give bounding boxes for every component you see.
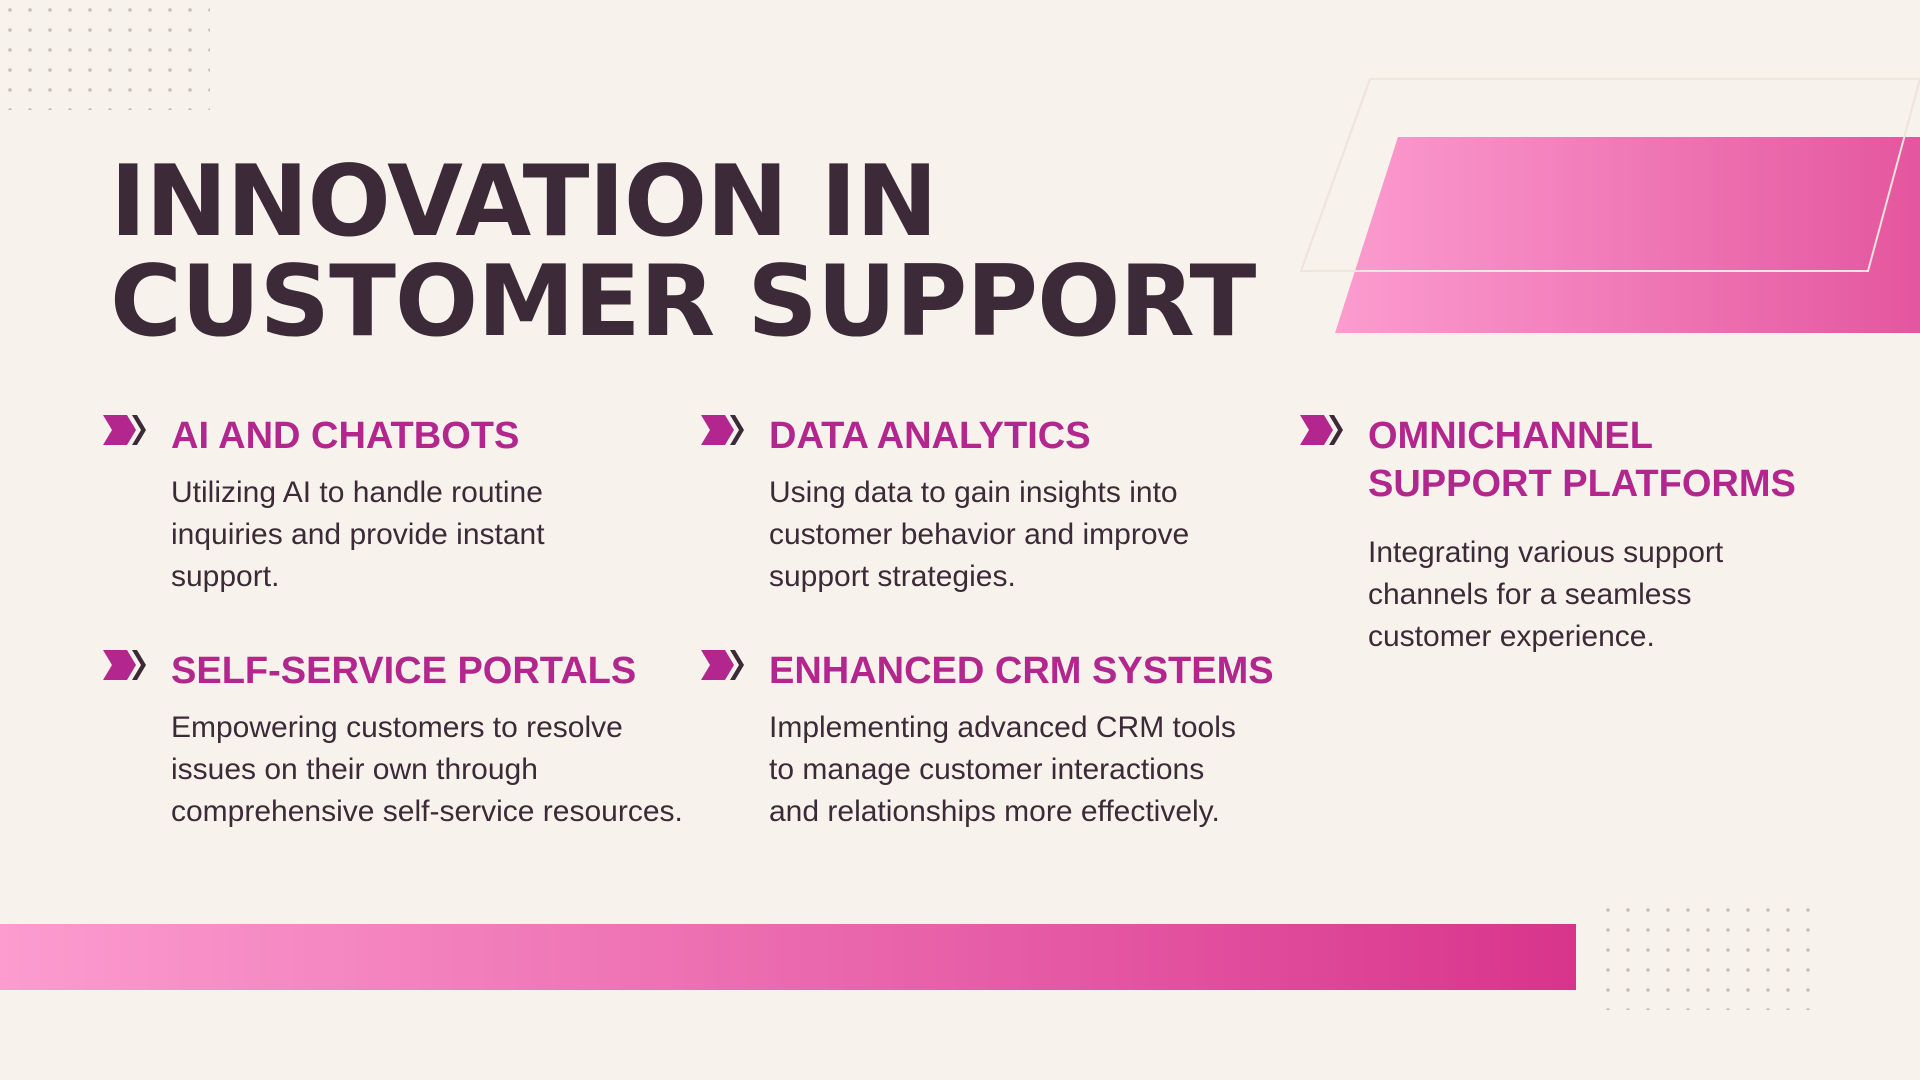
- feature-description-line: Utilizing AI to handle routine: [171, 476, 543, 509]
- page-title-line-2: CUSTOMER SUPPORT: [110, 245, 1256, 359]
- feature-description-line: Using data to gain insights into: [769, 476, 1178, 509]
- feature-description: Utilizing AI to handle routine inquiries…: [171, 472, 771, 598]
- feature-description-line: support.: [171, 560, 280, 593]
- feature-description: Integrating various support channels for…: [1368, 532, 1920, 658]
- feature-description-line: support strategies.: [769, 560, 1016, 593]
- chevron-double-icon: [1300, 415, 1343, 445]
- decorative-pink-parallelogram: [1335, 137, 1920, 333]
- feature-title-line: DATA ANALYTICS: [769, 415, 1091, 457]
- feature-description: Using data to gain insights into custome…: [769, 472, 1369, 598]
- chevron-double-icon: [103, 650, 146, 680]
- page-title-line-1: INNOVATION IN: [110, 145, 938, 259]
- feature-title-line: SELF-SERVICE PORTALS: [171, 650, 637, 692]
- feature-description-line: comprehensive self-service resources.: [171, 795, 683, 828]
- decorative-outline-overlay: [1300, 78, 1920, 272]
- feature-description: Empowering customers to resolve issues o…: [171, 707, 771, 833]
- chevron-double-icon: [103, 415, 146, 445]
- feature-description-line: to manage customer interactions: [769, 753, 1205, 786]
- feature-description-line: issues on their own through: [171, 753, 538, 786]
- feature-title: OMNICHANNEL SUPPORT PLATFORMS: [1368, 412, 1796, 508]
- decorative-gradient-bar: [0, 924, 1576, 990]
- feature-description-line: customer behavior and improve: [769, 518, 1190, 551]
- feature-title: DATA ANALYTICS: [769, 412, 1091, 460]
- feature-description-line: Implementing advanced CRM tools: [769, 711, 1236, 744]
- decorative-dot-grid-bottom: [1598, 900, 1818, 1010]
- feature-title-line: OMNICHANNEL: [1368, 415, 1653, 457]
- feature-title: SELF-SERVICE PORTALS: [171, 647, 636, 695]
- page-title: INNOVATION IN CUSTOMER SUPPORT: [110, 152, 1260, 352]
- chevron-double-icon: [701, 650, 744, 680]
- feature-description: Implementing advanced CRM tools to manag…: [769, 707, 1369, 833]
- feature-title-line: AI AND CHATBOTS: [171, 415, 520, 457]
- feature-description-line: inquiries and provide instant: [171, 518, 545, 551]
- feature-title-line: SUPPORT PLATFORMS: [1368, 463, 1796, 505]
- feature-description-line: customer experience.: [1368, 620, 1655, 653]
- feature-title: AI AND CHATBOTS: [171, 412, 519, 460]
- feature-title: ENHANCED CRM SYSTEMS: [769, 647, 1274, 695]
- feature-description-line: channels for a seamless: [1368, 578, 1692, 611]
- feature-title-line: ENHANCED CRM SYSTEMS: [769, 650, 1274, 692]
- feature-description-line: Integrating various support: [1368, 536, 1724, 569]
- chevron-double-icon: [701, 415, 744, 445]
- feature-description-line: and relationships more effectively.: [769, 795, 1220, 828]
- feature-description-line: Empowering customers to resolve: [171, 711, 623, 744]
- decorative-dot-grid-top: [0, 0, 210, 110]
